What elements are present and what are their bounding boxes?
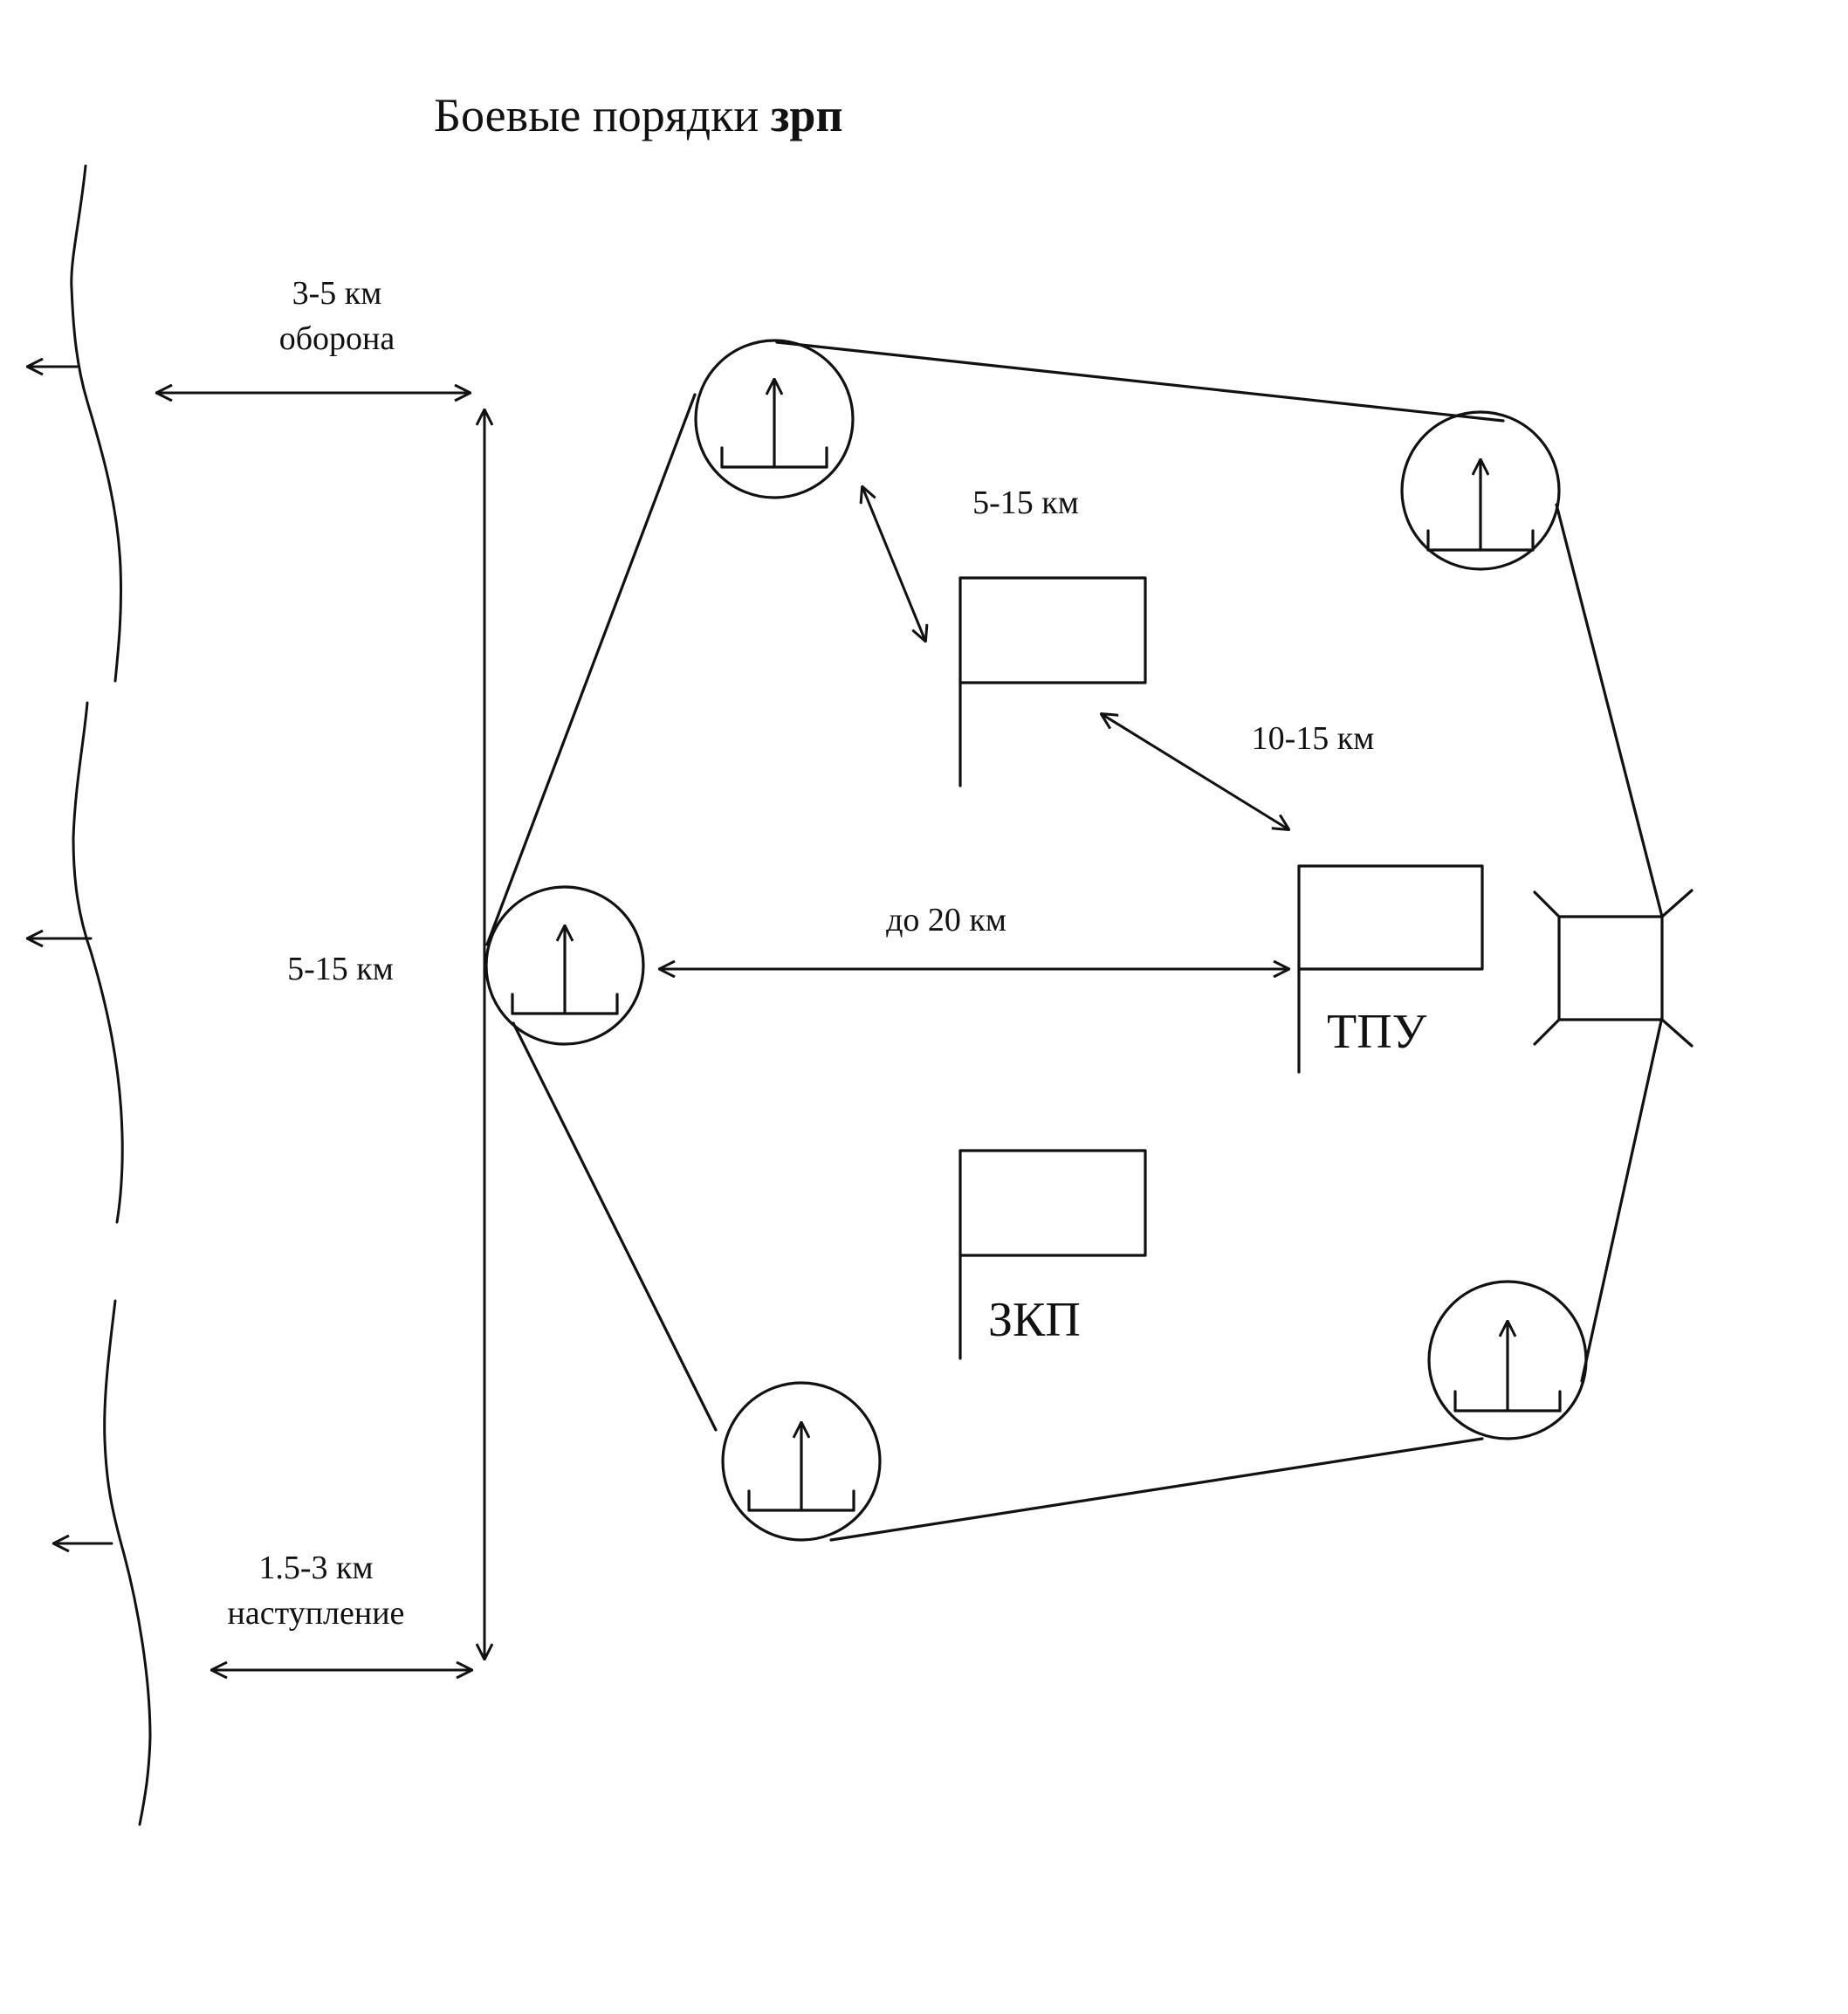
battery-top-left [694,339,855,499]
tpu-label: ТПУ [1327,1005,1427,1059]
kp-to-tpu-arrow [1102,714,1288,829]
offense-distance-label: 1.5-3 км [258,1550,373,1586]
kp-to-tpu-label: 10-15 км [1252,720,1375,757]
battery-bottom-left [721,1381,882,1542]
battery-to-tpu-label: до 20 км [886,902,1006,938]
battery-left [484,885,645,1046]
command-post-flag [958,576,1147,787]
zkp-label: ЗКП [988,1293,1081,1347]
battery-bottom-right [1427,1280,1588,1440]
defense-distance-label: 3-5 км [292,275,382,312]
offense-word-label: наступление [228,1595,405,1632]
battery-to-kp-arrow [862,487,925,641]
front-line-segment-2 [72,701,124,1224]
tpu-flag [1297,864,1484,1074]
diagram-title: Боевые порядки зрп [434,89,843,141]
battery-to-kp-label: 5-15 км [972,485,1079,521]
zkp-flag [958,1149,1147,1360]
front-line [28,164,152,1826]
battery-outline [485,340,1664,1542]
front-line-segment-3 [103,1299,152,1826]
defense-word-label: оборона [279,320,395,357]
radar-station-symbol [1533,889,1693,1048]
front-line-segment-1 [70,164,123,683]
front-width-label: 5-15 км [287,951,394,987]
battery-top-right [1400,410,1561,571]
